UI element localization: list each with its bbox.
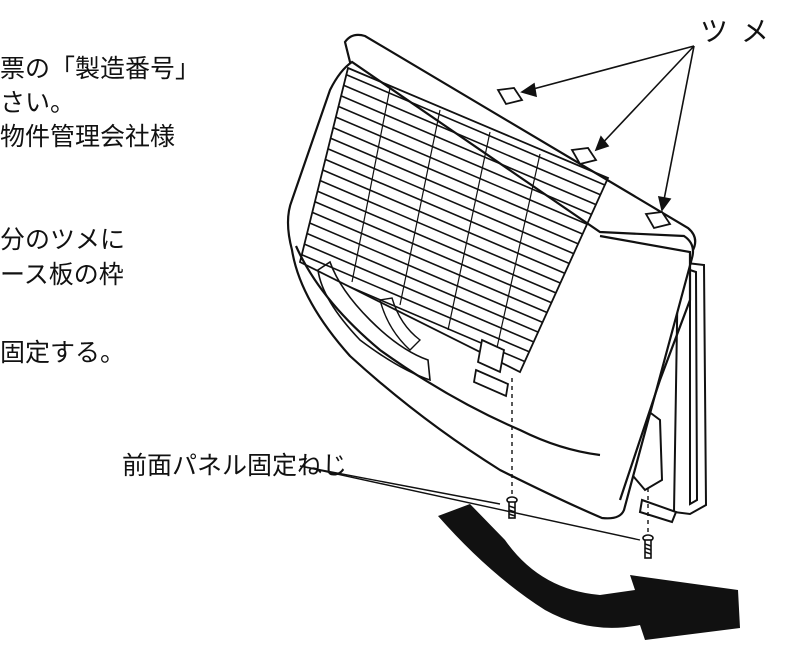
unit-body xyxy=(286,33,697,520)
grille-slats xyxy=(300,71,608,372)
rotation-arrow-icon xyxy=(438,504,740,640)
instruction-line-1: 票の「製造番号」 xyxy=(0,54,201,83)
instruction-line-6: 固定する。 xyxy=(0,338,126,367)
screw-icon-2 xyxy=(642,534,654,559)
instruction-line-4: 分のツメに xyxy=(0,225,126,254)
tsume-tab-2 xyxy=(570,147,598,166)
instruction-line-3: 物件管理会社様 xyxy=(0,122,176,151)
grille-ribs xyxy=(351,87,541,353)
instruction-line-2: さい。 xyxy=(0,88,76,117)
screw-icon xyxy=(506,496,518,519)
tsume-tab-icons xyxy=(496,87,672,230)
tsume-tab-1 xyxy=(496,87,524,106)
tsume-leader-lines xyxy=(520,45,695,212)
screw-label: 前面パネル固定ねじ xyxy=(122,451,348,480)
screw-leader-lines xyxy=(299,465,641,541)
tsume-tab-3 xyxy=(644,211,672,230)
screw-guide-lines xyxy=(511,378,649,536)
instruction-line-5: ース板の枠 xyxy=(0,260,124,289)
control-window xyxy=(472,338,510,398)
tsume-label: ツ メ xyxy=(700,15,771,48)
